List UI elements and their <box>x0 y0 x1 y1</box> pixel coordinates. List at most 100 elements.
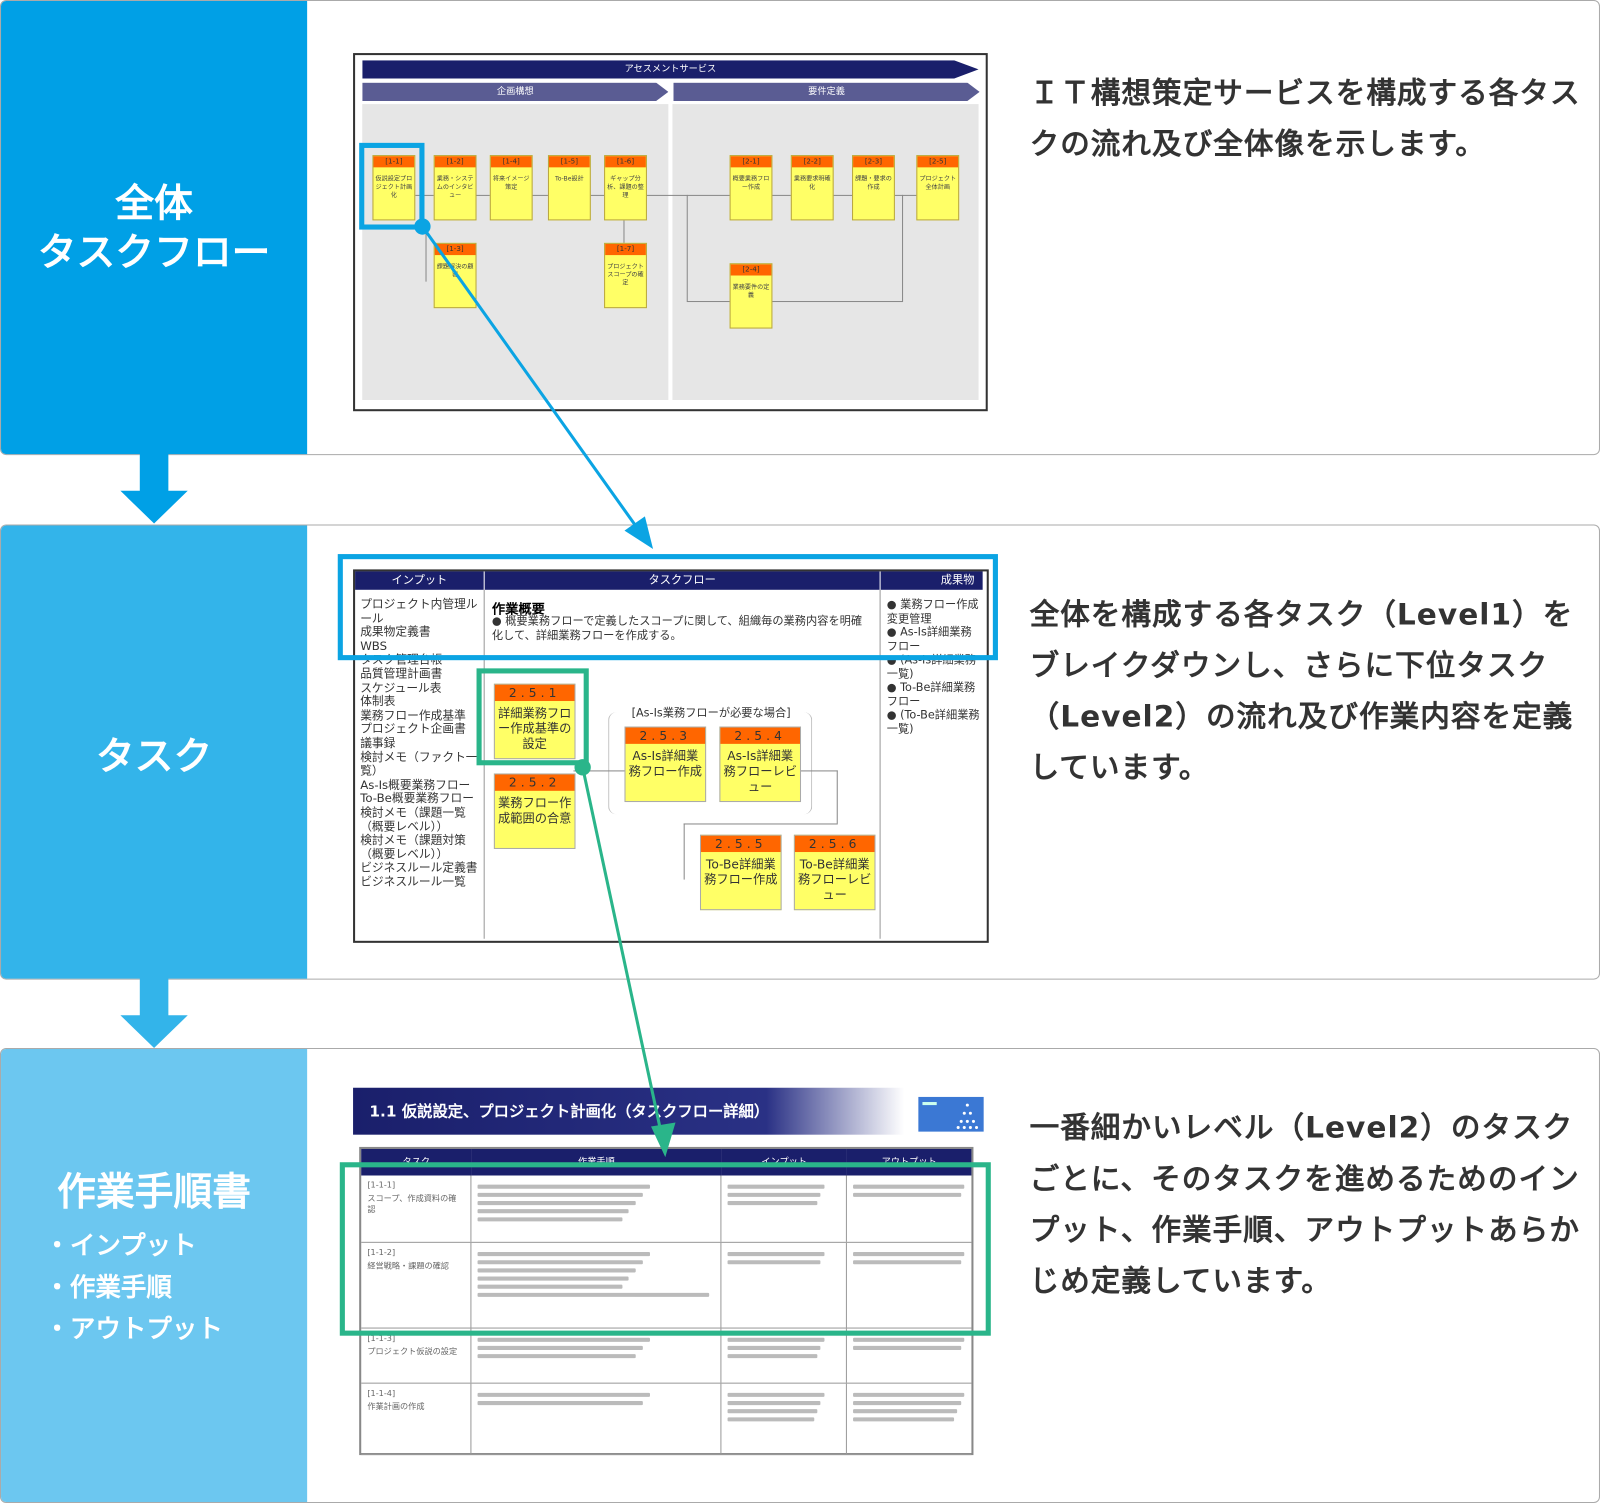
output-item: ● 業務フロー作成変更管理 <box>886 597 979 625</box>
text-line <box>727 1192 821 1197</box>
task-id: [1-1] <box>373 156 415 168</box>
flow-id: 2.5.1 <box>494 684 575 702</box>
output-item: ● (To-Be詳細業務一覧) <box>886 708 980 736</box>
table-cell <box>721 1242 847 1328</box>
task-label: 業務要件の定義 <box>732 283 770 299</box>
task-box: [1-5]To-Be設計 <box>547 155 591 221</box>
text-line <box>477 1276 630 1281</box>
text-line <box>853 1192 961 1197</box>
service-banner: アセスメントサービス <box>362 60 979 79</box>
flow-label: As-Is詳細業務フローレビュー <box>723 748 797 794</box>
connector <box>425 220 427 282</box>
input-item: 体制表 <box>360 694 396 709</box>
selected-task-highlight <box>359 142 425 230</box>
input-item: ビジネスルール一覧 <box>360 874 466 889</box>
flow-id: 2.5.2 <box>494 774 575 791</box>
task-id: [2-4] <box>730 264 772 276</box>
task-id: [2-1] <box>730 156 772 168</box>
text-line <box>853 1252 965 1257</box>
task-id: [1-2] <box>434 156 476 168</box>
input-item: WBS <box>360 638 388 653</box>
column-header: タスクフロー <box>484 571 880 590</box>
text-line <box>477 1260 644 1265</box>
text-line <box>477 1401 644 1406</box>
task-id: [1-7] <box>605 243 646 256</box>
table-cell <box>847 1329 971 1383</box>
output-item: ● As-Is詳細業務フロー <box>886 625 972 653</box>
task-label: 仮説設定プロジェクト計画化 <box>375 175 413 199</box>
text-line <box>727 1201 818 1206</box>
text-line <box>727 1401 821 1406</box>
table-row: [1-1-4]作業計画の作成 <box>361 1383 972 1456</box>
row-label-overall: 全体 タスクフロー <box>1 1 308 455</box>
task-label: 将来イメージ策定 <box>492 175 530 191</box>
text-line <box>477 1292 710 1297</box>
phase-area <box>672 104 979 400</box>
anchor-dot <box>414 218 431 235</box>
text-line <box>853 1345 961 1350</box>
row-description: 一番細かいレベル（Level2）のタスクごとに、そのタスクを進めるためのインプッ… <box>1029 1110 1581 1298</box>
table-cell <box>847 1176 971 1242</box>
summary-title: 作業概要 <box>491 602 545 618</box>
table-cell <box>471 1328 722 1383</box>
text-line <box>853 1417 955 1422</box>
input-item: 成果物定義書 <box>360 624 431 639</box>
flow-label: 詳細業務フロー作成基準の設定 <box>497 706 572 752</box>
task-id: [1-3] <box>434 243 476 256</box>
task-id: [1-6] <box>605 156 646 168</box>
input-item: As-Is概要業務フロー <box>360 777 471 792</box>
table-cell <box>471 1242 722 1328</box>
text-line <box>727 1392 825 1397</box>
table-cell <box>471 1383 722 1455</box>
task-label: プロジェクトスコープの確定 <box>607 263 644 287</box>
text-line <box>727 1184 825 1189</box>
table-cell <box>847 1384 971 1454</box>
task-box: [2-4] 業務要件の定義 <box>729 263 773 329</box>
task-label: 概要業務フロー作成 <box>732 175 770 191</box>
flow-id: 2.5.5 <box>701 835 781 853</box>
task-label: 課題・要求の作成 <box>855 175 892 191</box>
task-label: ギャップ分析、課題の整理 <box>607 175 644 199</box>
task-box: [1-6] ギャップ分析、課題の整理 <box>604 155 647 221</box>
task-summary-highlight <box>337 554 998 661</box>
table-cell <box>721 1175 847 1242</box>
connector <box>375 194 958 196</box>
task-label: To-Be設計 <box>555 175 584 183</box>
procedure-table: タスク作業手順インプットアウトプット[1-1-1]スコープ、作成資料の確認[1-… <box>359 1146 974 1456</box>
row-label-procedure: 作業手順書 ・インプット ・作業手順 ・アウトプット <box>1 1048 308 1503</box>
task-name: スコープ、作成資料の確認 <box>367 1193 457 1215</box>
input-item: To-Be概要業務フロー <box>360 791 475 806</box>
text-line <box>477 1217 622 1222</box>
task-box: [2-2]業務要求明確化 <box>790 155 834 221</box>
task-label: 課題解決の顧客 <box>436 263 474 279</box>
table-row: [1-1-1]スコープ、作成資料の確認 <box>361 1175 972 1243</box>
input-item: プロジェクト内管理ルール <box>360 596 478 626</box>
task-label: 業務要求明確化 <box>793 175 831 191</box>
input-item: ビジネスルール定義書 <box>360 860 478 875</box>
output-item: ● To-Be詳細業務フロー <box>886 680 976 708</box>
task-box: [1-2]業務・システムのインタビュー <box>433 155 477 221</box>
task-box: [2-5]プロジェクト全体計画 <box>916 155 960 221</box>
task-id: [1-1-3] <box>367 1333 396 1343</box>
task-box: [1-7] プロジェクトスコープの確定 <box>604 242 647 309</box>
task-id: [1-1-2] <box>367 1247 396 1258</box>
text-line <box>477 1201 637 1206</box>
connector <box>573 770 625 772</box>
task-name: 経営戦略・課題の確認 <box>367 1261 449 1271</box>
table-cell <box>471 1175 722 1242</box>
flow-id: 2.5.4 <box>720 727 800 744</box>
row-description: ＩＴ構想策定サービスを構成する各タスクの流れ及び全体像を示します。 <box>1029 75 1581 162</box>
connector <box>686 301 904 303</box>
bullet-input: ・インプット <box>44 1230 197 1261</box>
condition-label: [As-Is業務フローが必要な場合] <box>628 706 794 721</box>
task-id: [2-5] <box>917 156 959 168</box>
phase-banner: 企画構想 <box>362 82 669 102</box>
task-name: 作業計画の作成 <box>367 1402 425 1412</box>
row-description: 全体を構成する各タスク（Level1）をブレイクダウンし、さらに下位タスク（Le… <box>1029 596 1574 785</box>
down-arrow-icon <box>120 976 188 1048</box>
